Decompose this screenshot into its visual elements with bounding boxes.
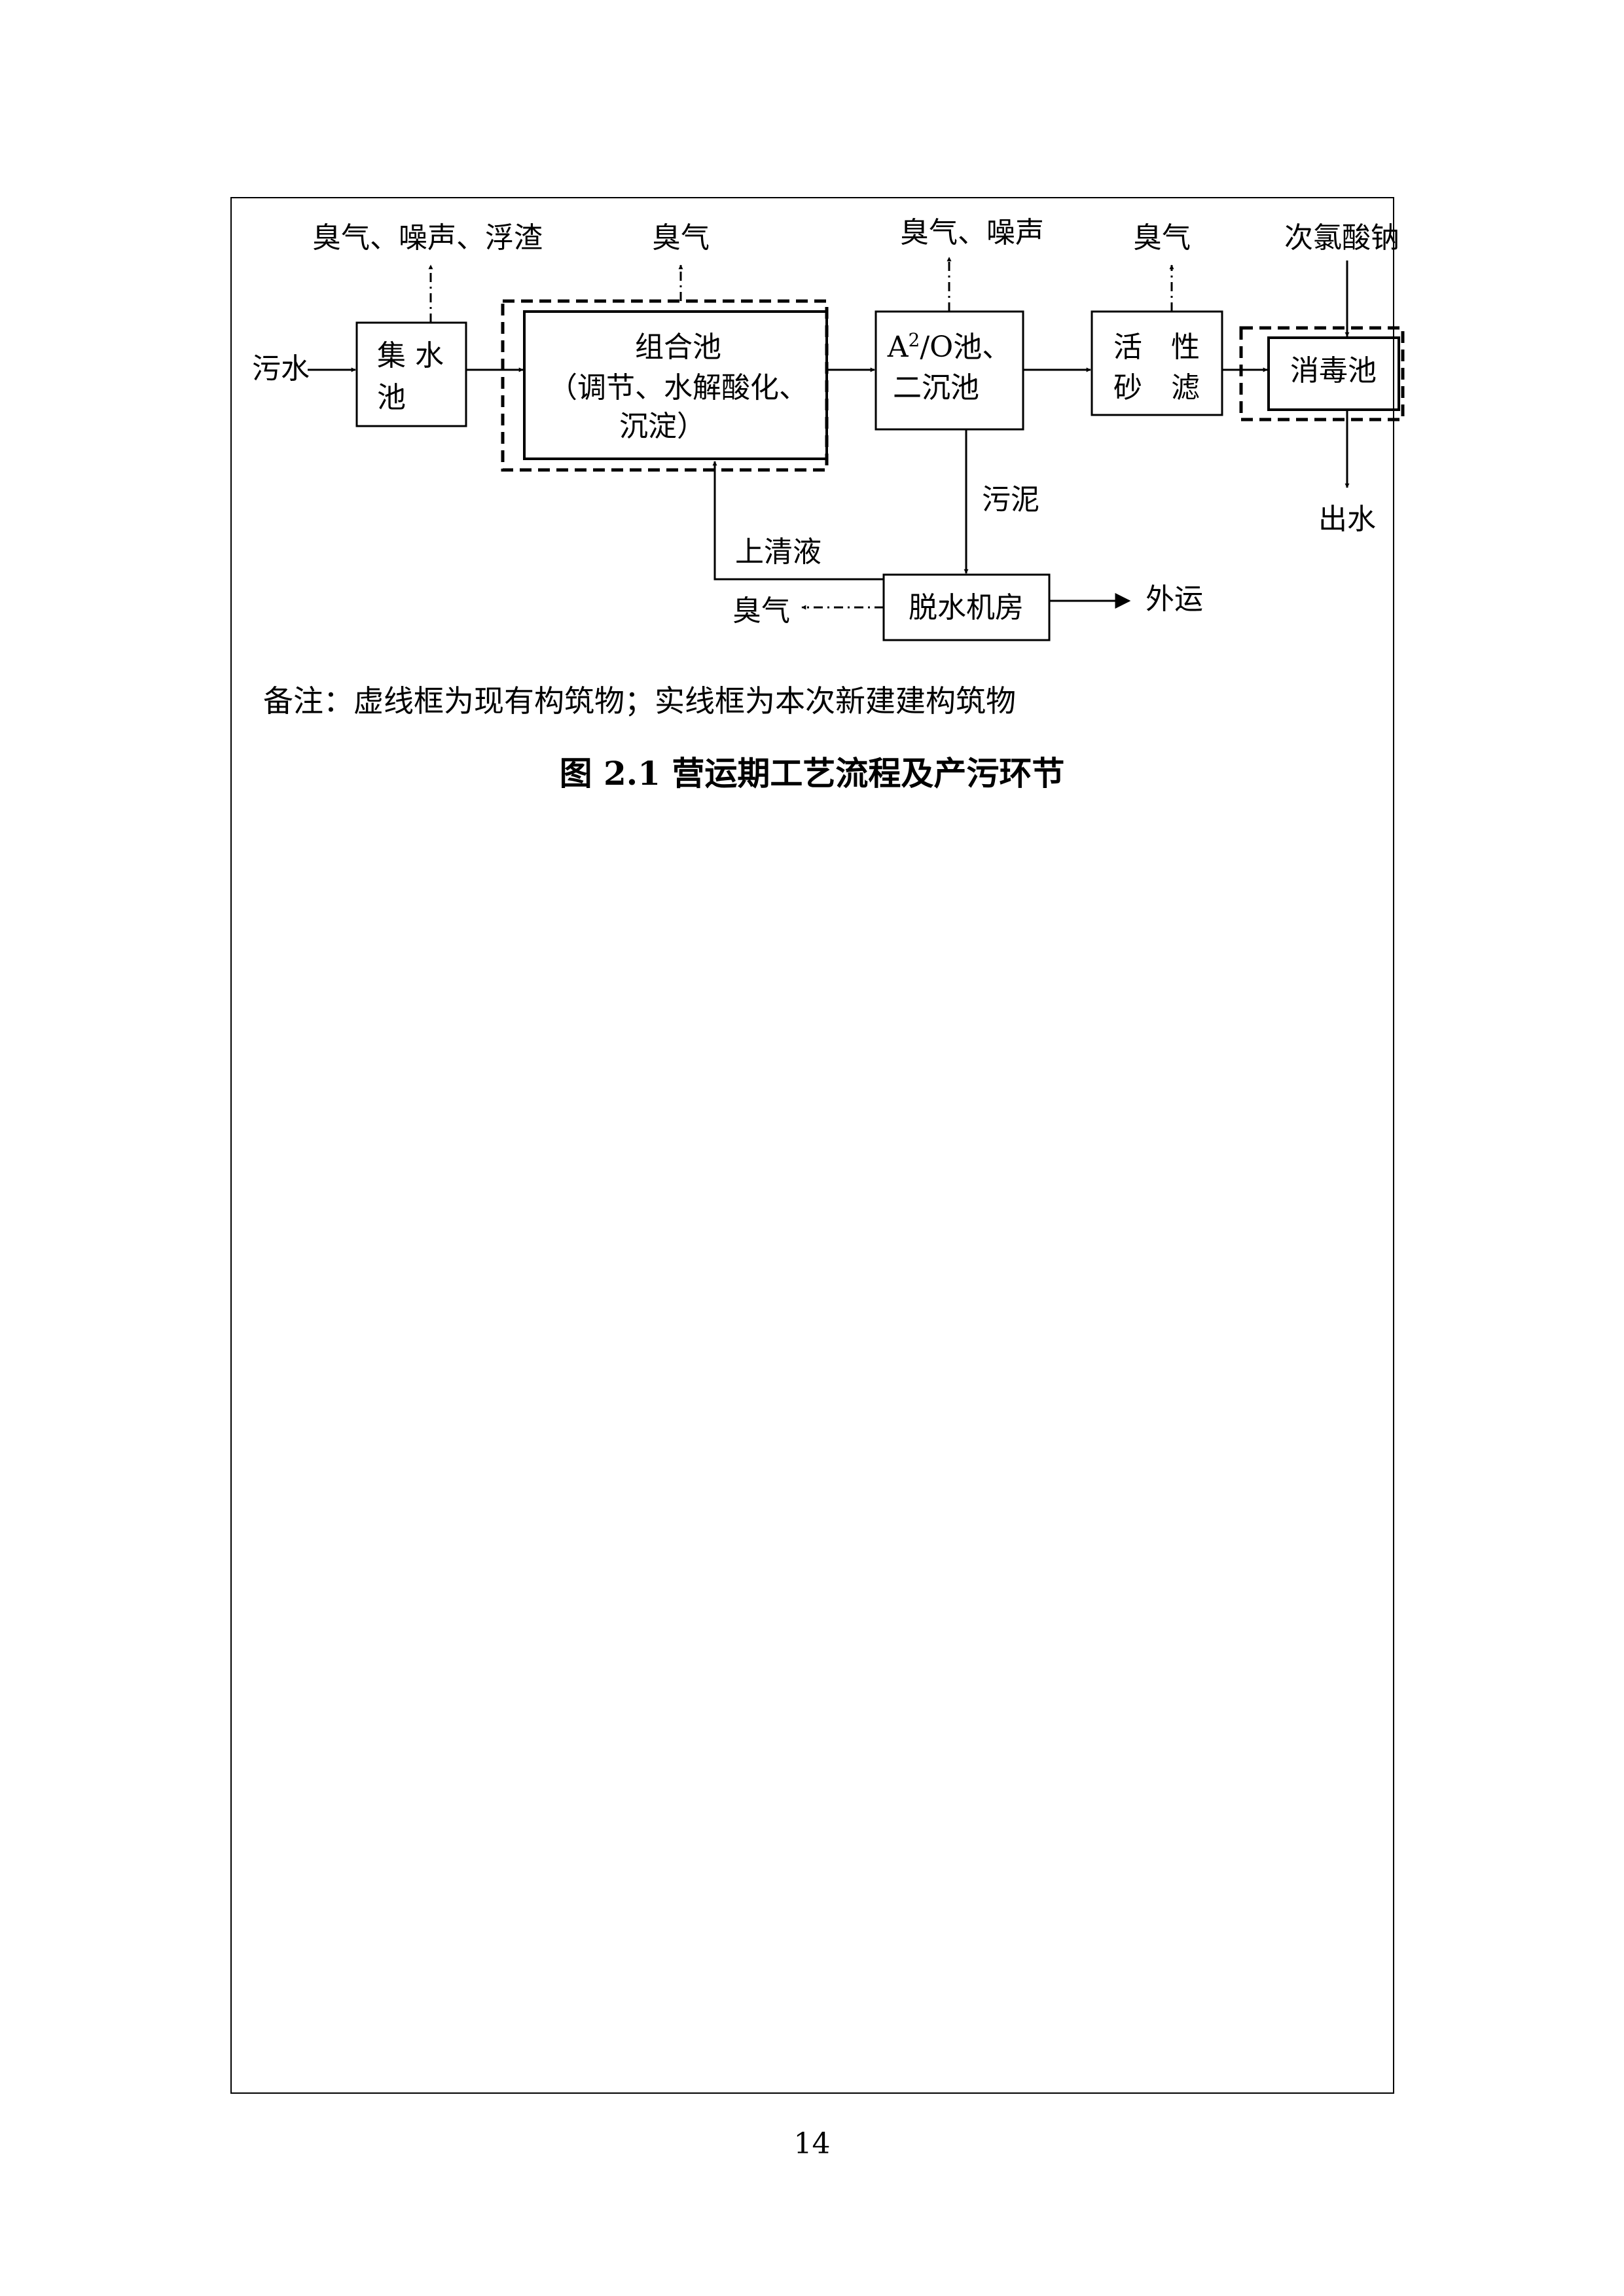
disinfection-tank-box [1267,336,1400,411]
emission-filter-label: 臭气 [1133,221,1191,255]
combined-tank-label-3: 沉淀） [619,410,706,443]
emission-dewatering-label: 臭气 [732,594,790,628]
transport-out-label: 外运 [1146,583,1203,616]
sand-filter-label-2: 砂 滤 [1113,371,1200,404]
figure-caption: 图 2.1 营运期工艺流程及产污环节 [559,754,1065,793]
arrow-supernatant-return [712,461,884,581]
combined-tank-label-1: 组合池 [635,331,721,364]
collection-tank-label-1: 集 水 [377,339,444,372]
sand-filter-box [1091,310,1223,416]
disinfection-dashed-frame [1239,326,1405,422]
inflow-label: 污水 [252,352,310,386]
process-flow-diagram: 集 水 池 组合池 （调节、水解酸化、 沉淀） A2/O池、 二沉池 活 性 砂… [252,216,1405,641]
disinfection-tank-label: 消毒池 [1290,354,1377,387]
sludge-label: 污泥 [982,483,1039,516]
combined-tank-label-2: （调节、水解酸化、 [549,371,808,404]
collection-tank-box [355,321,467,427]
ao-tank-box [875,310,1024,431]
emission-arrows [428,257,1174,610]
flow-arrows [308,260,1350,609]
emission-ao-label: 臭气、噪声 [900,216,1044,249]
diagram-note: 备注：虚线框为现有构筑物；实线框为本次新建建构筑物 [263,683,1016,719]
chemical-input-label: 次氯酸钠 [1284,221,1399,255]
ao-tank-label-2: 二沉池 [893,371,979,404]
sand-filter-label-1: 活 性 [1113,331,1200,364]
collection-tank-label-2: 池 [377,381,406,414]
page-border [230,197,1394,2094]
supernatant-label: 上清液 [735,535,821,569]
outflow-label: 出水 [1318,503,1376,536]
dewatering-room-label: 脱水机房 [909,591,1024,624]
combined-tank-box [523,310,828,460]
page-number: 14 [793,2127,831,2161]
emission-combined-label: 臭气 [652,221,710,255]
ao-tank-label-1: A2/O池、 [887,329,1011,364]
emission-collection-label: 臭气、噪声、浮渣 [312,221,543,255]
